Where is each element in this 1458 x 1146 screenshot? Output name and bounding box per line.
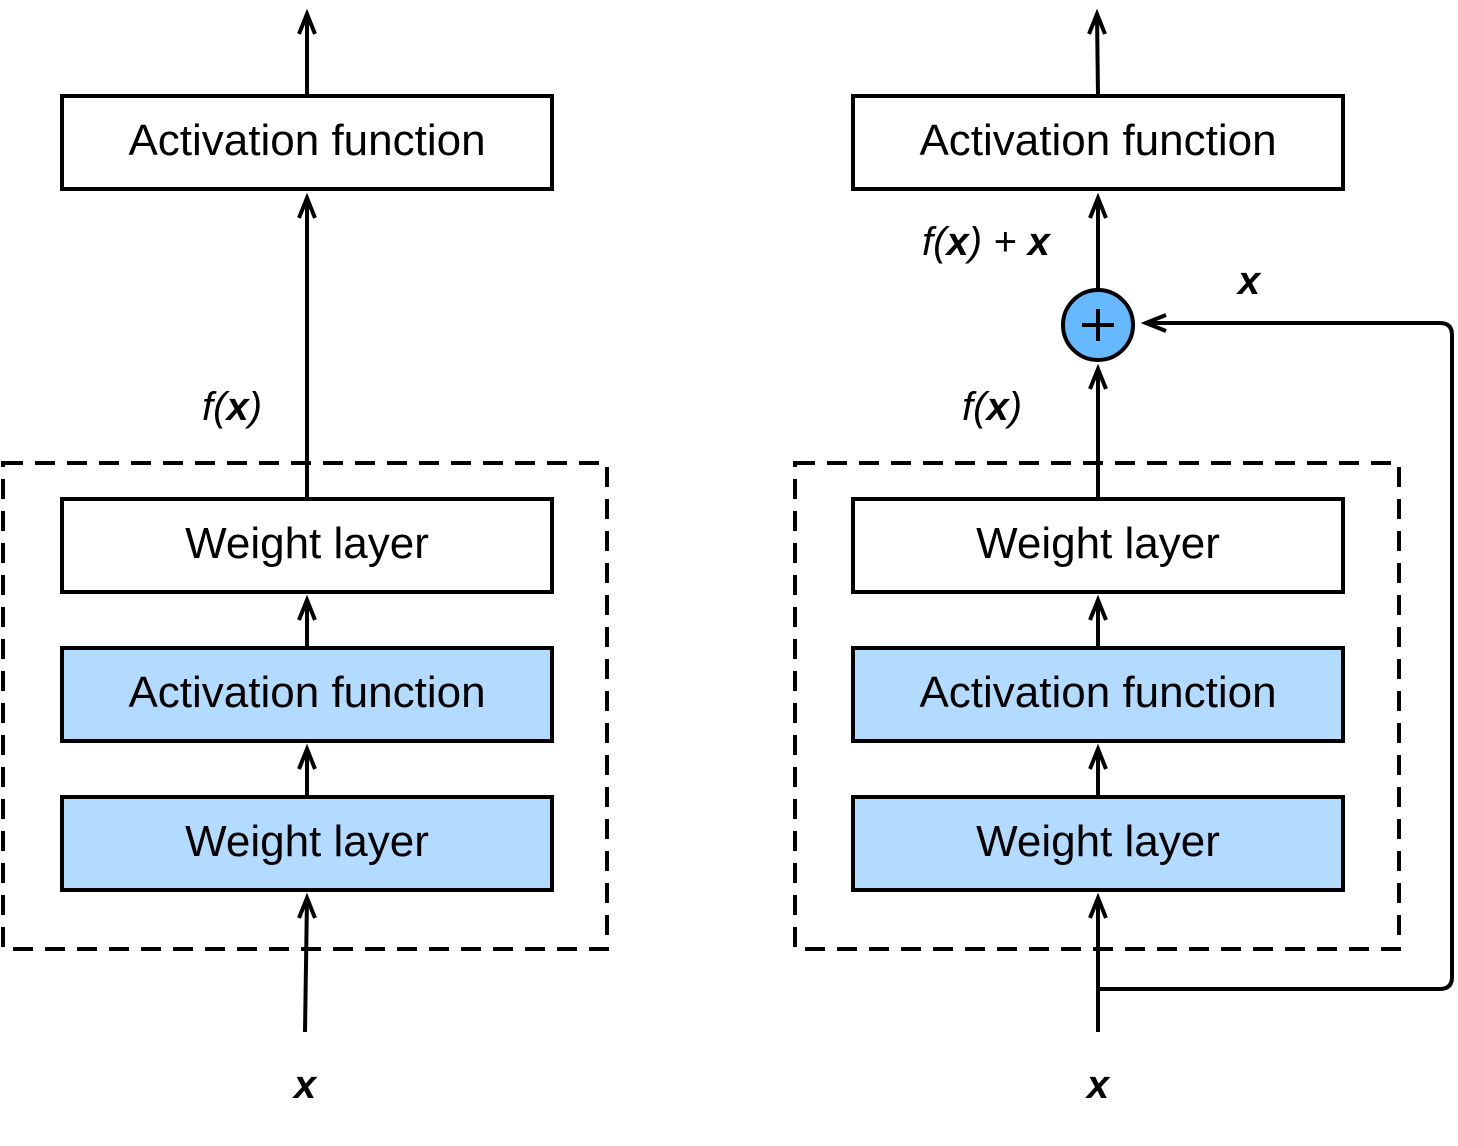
right-skip-x-label: x bbox=[1236, 259, 1262, 303]
left-top-activation-label: Activation function bbox=[128, 116, 485, 165]
skip-connection-path bbox=[1098, 321, 1454, 991]
right-activation-inner-box bbox=[851, 646, 1345, 743]
right-output-arrow bbox=[1095, 13, 1100, 96]
left-input-x-label: x bbox=[292, 1063, 318, 1107]
left-top-activation-box bbox=[60, 94, 554, 191]
left-activation-inner-box bbox=[60, 646, 554, 743]
left-regular-block: Activation function Weight layer Activat… bbox=[1, 8, 609, 1107]
left-fx-label: f(x) bbox=[202, 385, 262, 429]
right-activation-inner-label: Activation function bbox=[919, 668, 1276, 717]
right-weight-layer-upper-label: Weight layer bbox=[976, 519, 1220, 568]
right-weight-layer-lower-label: Weight layer bbox=[976, 817, 1220, 866]
right-weight-layer-lower-box bbox=[851, 795, 1345, 892]
left-weight-layer-lower-label: Weight layer bbox=[185, 817, 429, 866]
right-residual-block: Activation function Weight layer Activat… bbox=[793, 8, 1454, 1107]
left-weight-layer-lower-box bbox=[60, 795, 554, 892]
left-weight-layer-upper-label: Weight layer bbox=[185, 519, 429, 568]
right-top-activation-box bbox=[851, 94, 1345, 191]
left-weight-layer-upper-box bbox=[60, 497, 554, 594]
left-input-arrow bbox=[303, 897, 309, 1033]
skip-connection-arrowhead bbox=[1140, 313, 1167, 333]
left-activation-inner-label: Activation function bbox=[128, 668, 485, 717]
right-weight-layer-upper-box bbox=[851, 497, 1345, 594]
right-sum-label: f(x) + x bbox=[922, 220, 1052, 264]
right-top-activation-label: Activation function bbox=[919, 116, 1276, 165]
right-input-x-label: x bbox=[1085, 1063, 1111, 1107]
right-fx-label: f(x) bbox=[962, 385, 1022, 429]
